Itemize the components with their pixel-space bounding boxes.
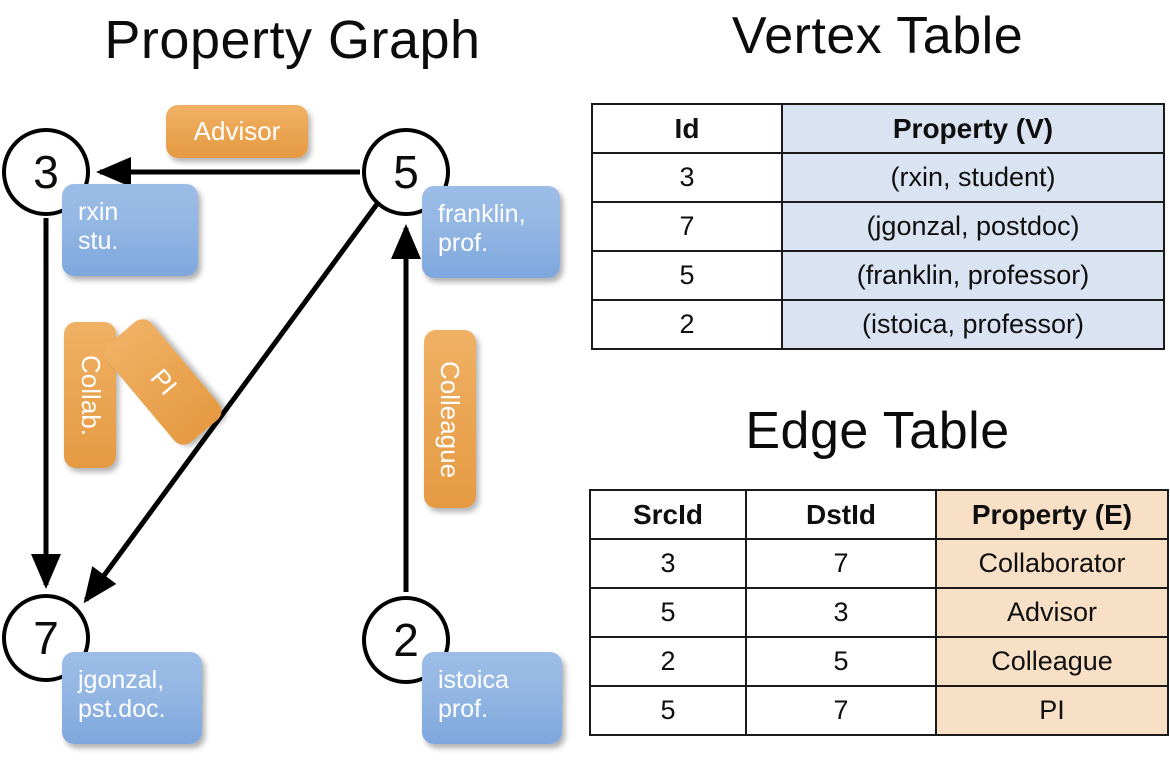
- edge-cell-srcid: 5: [589, 685, 747, 736]
- vertex-table-header-property: Property (V): [781, 103, 1165, 154]
- vertex-property-line2: stu.: [78, 227, 119, 255]
- vertex-table-header-id: Id: [591, 103, 783, 154]
- edge-cell-property: Advisor: [935, 587, 1169, 638]
- table-row[interactable]: 5 (franklin, professor): [591, 250, 1165, 301]
- vertex-property-box-2: istoica prof.: [422, 652, 562, 744]
- edge-table-header-srcid: SrcId: [589, 489, 747, 540]
- table-row[interactable]: 5 3 Advisor: [589, 587, 1169, 638]
- edge-cell-dstid: 5: [745, 636, 937, 687]
- vertex-property-box-7: jgonzal, pst.doc.: [62, 652, 202, 744]
- edge-cell-srcid: 2: [589, 636, 747, 687]
- vertex-cell-property: (jgonzal, postdoc): [781, 201, 1165, 252]
- vertex-cell-id: 3: [591, 152, 783, 203]
- edge-table-header-row: SrcId DstId Property (E): [589, 489, 1169, 540]
- edge-property-label: Advisor: [193, 116, 281, 146]
- page-title-property-graph: Property Graph: [104, 10, 481, 70]
- page-title-edge-table: Edge Table: [745, 402, 1010, 460]
- edge-property-label: Collab.: [75, 354, 106, 436]
- edge-cell-property: Colleague: [935, 636, 1169, 687]
- vertex-table: Id Property (V) 3 (rxin, student) 7 (jgo…: [591, 103, 1165, 350]
- edge-table-header-property: Property (E): [935, 489, 1169, 540]
- edge-cell-dstid: 7: [745, 538, 937, 589]
- table-row[interactable]: 7 (jgonzal, postdoc): [591, 201, 1165, 252]
- vertex-table-header-row: Id Property (V): [591, 103, 1165, 154]
- vertex-cell-id: 7: [591, 201, 783, 252]
- edge-table-header-dstid: DstId: [745, 489, 937, 540]
- graph-node-2[interactable]: 2: [362, 596, 450, 684]
- vertex-property-line2: pst.doc.: [78, 695, 166, 723]
- vertex-property-line1: franklin,: [438, 200, 526, 228]
- vertex-cell-id: 2: [591, 299, 783, 350]
- table-row[interactable]: 2 (istoica, professor): [591, 299, 1165, 350]
- edge-property-box-advisor: Advisor: [166, 105, 308, 158]
- edge-property-label: Colleague: [435, 360, 466, 478]
- edge-table: SrcId DstId Property (E) 3 7 Collaborato…: [589, 489, 1169, 736]
- vertex-property-line1: jgonzal,: [78, 666, 165, 694]
- table-row[interactable]: 3 (rxin, student): [591, 152, 1165, 203]
- vertex-property-line1: rxin: [78, 198, 119, 226]
- table-row[interactable]: 3 7 Collaborator: [589, 538, 1169, 589]
- vertex-cell-property: (istoica, professor): [781, 299, 1165, 350]
- graph-edge-lines: [31, 157, 421, 604]
- vertex-property-box-3: rxin stu.: [62, 184, 198, 276]
- page-title-vertex-table: Vertex Table: [731, 7, 1024, 65]
- vertex-cell-property: (rxin, student): [781, 152, 1165, 203]
- edge-cell-srcid: 3: [589, 538, 747, 589]
- property-graph-diagram: 3 5 7 2 rxin stu. franklin, prof. jgonza…: [2, 105, 562, 744]
- edge-cell-srcid: 5: [589, 587, 747, 638]
- vertex-cell-property: (franklin, professor): [781, 250, 1165, 301]
- edge-cell-property: Collaborator: [935, 538, 1169, 589]
- edge-cell-dstid: 3: [745, 587, 937, 638]
- edge-line-5-to-7: [83, 198, 383, 604]
- edge-cell-property: PI: [935, 685, 1169, 736]
- vertex-property-box-5: franklin, prof.: [422, 186, 560, 278]
- table-row[interactable]: 2 5 Colleague: [589, 636, 1169, 687]
- vertex-cell-id: 5: [591, 250, 783, 301]
- vertex-property-line2: prof.: [438, 695, 489, 723]
- edge-property-label: PI: [143, 362, 183, 401]
- edge-cell-dstid: 7: [745, 685, 937, 736]
- edge-property-box-colleague: Colleague: [424, 330, 476, 508]
- table-row[interactable]: 5 7 PI: [589, 685, 1169, 736]
- vertex-property-line1: istoica: [438, 666, 509, 694]
- vertex-property-line2: prof.: [438, 229, 489, 257]
- graph-node-5[interactable]: 5: [362, 128, 450, 216]
